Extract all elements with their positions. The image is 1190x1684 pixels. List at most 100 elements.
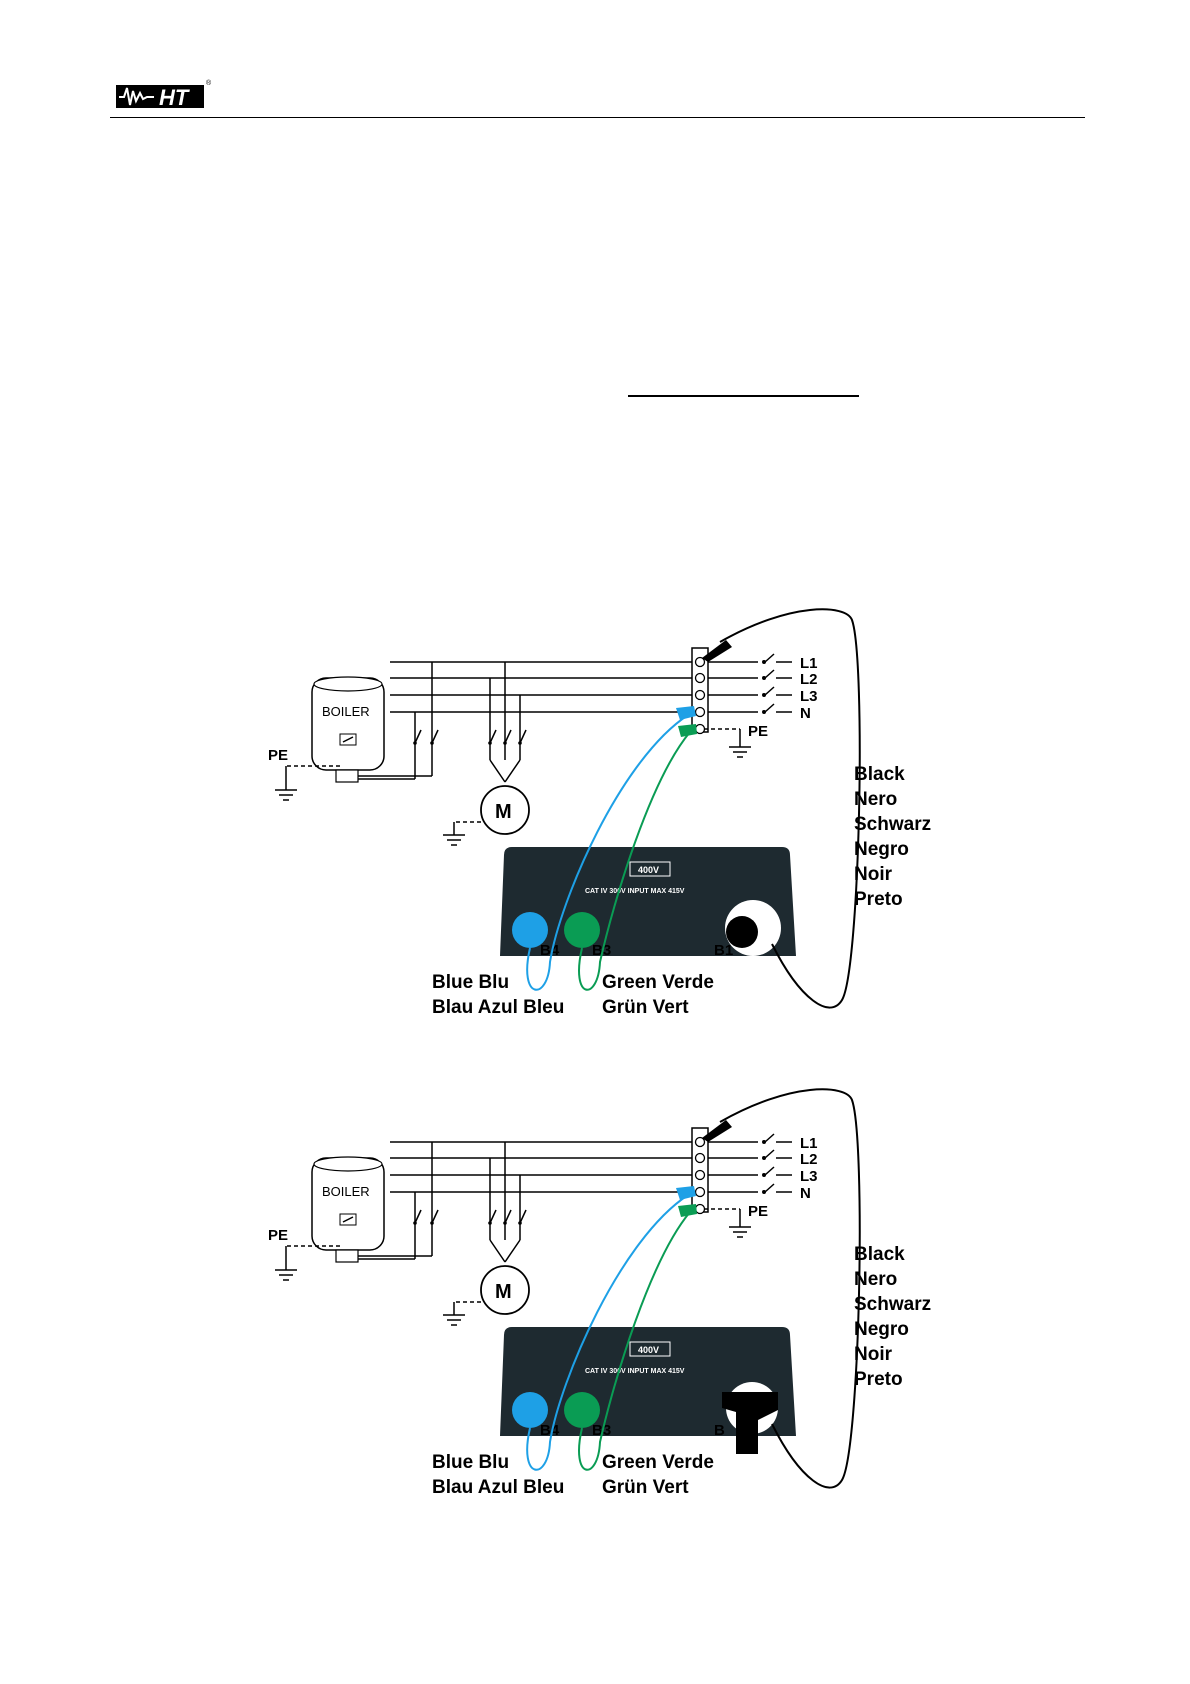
black-lead — [719, 608, 861, 1009]
terminal-screw — [694, 723, 706, 735]
socket-b3-green — [564, 912, 600, 948]
black-label-line: Nero — [854, 789, 897, 810]
phase-switch — [764, 653, 775, 663]
boiler-pe-label: PE — [268, 747, 288, 764]
blue-lead — [526, 714, 689, 991]
green-label-line: Green Verde — [602, 1452, 714, 1473]
motor-feed — [489, 1239, 506, 1263]
blue-label-line: Blau Azul Bleu — [432, 997, 564, 1018]
terminal-b1: B1 — [714, 942, 733, 959]
black-clip — [702, 1120, 732, 1142]
boiler-top — [313, 676, 383, 692]
terminal-screw — [694, 672, 706, 684]
instrument-text: CAT IV 300V INPUT MAX 415V — [585, 1368, 685, 1375]
boiler-label: BOILER — [322, 704, 370, 719]
instrument-rating: 400V — [638, 865, 659, 875]
motor-label: M — [495, 1281, 512, 1303]
switch-blade — [519, 729, 527, 744]
blue-label-line: Blue Blu — [432, 972, 509, 993]
motor-feed — [489, 759, 506, 783]
pe-label: PE — [748, 723, 768, 740]
phase-switch — [764, 669, 775, 679]
terminal-b1: B — [714, 1422, 725, 1439]
terminal-screw — [694, 1136, 706, 1148]
green-clip — [678, 1204, 697, 1217]
motor-symbol — [480, 785, 530, 835]
switch-blade — [519, 1209, 527, 1224]
phase-switch — [764, 686, 775, 696]
terminal-screw — [694, 689, 706, 701]
terminal-screw — [694, 706, 706, 718]
switch-blade — [431, 1209, 439, 1224]
socket-b3-green — [564, 1392, 600, 1428]
ht-logo: HT ® — [116, 77, 214, 110]
boiler-label: BOILER — [322, 1184, 370, 1199]
green-label-line: Green Verde — [602, 972, 714, 993]
motor-feed — [504, 1239, 521, 1263]
phase-switch — [764, 1149, 775, 1159]
black-label-line: Negro — [854, 1319, 909, 1340]
green-lead — [578, 1211, 691, 1471]
terminal-screw — [694, 656, 706, 668]
blue-label-line: Blue Blu — [432, 1452, 509, 1473]
black-label-line: Black — [854, 764, 905, 785]
terminal-screw — [694, 1203, 706, 1215]
terminal-screw — [694, 1186, 706, 1198]
green-label-line: Grün Vert — [602, 1477, 689, 1498]
phase-switch — [764, 1166, 775, 1176]
boiler-tank — [311, 677, 385, 771]
switch-blade — [431, 729, 439, 744]
pe-label: PE — [748, 1203, 768, 1220]
socket-b4-blue — [512, 912, 548, 948]
motor-symbol — [480, 1265, 530, 1315]
black-label-line: Negro — [854, 839, 909, 860]
black-label-line: Schwarz — [854, 814, 931, 835]
green-clip — [678, 724, 697, 737]
terminal-b3: B3 — [592, 1422, 611, 1439]
boiler-base — [335, 1249, 359, 1263]
black-label-line: Preto — [854, 889, 903, 910]
plug-b1 — [726, 916, 758, 948]
boiler-pe-label: PE — [268, 1227, 288, 1244]
phase-label-l3: L3 — [800, 688, 818, 705]
boiler-base — [335, 769, 359, 783]
terminal-screw — [694, 1152, 706, 1164]
black-label-line: Nero — [854, 1269, 897, 1290]
phase-label-n: N — [800, 705, 811, 722]
switch-blade — [414, 729, 422, 744]
switch-blade — [414, 1209, 422, 1224]
socket-b4-blue — [512, 1392, 548, 1428]
motor-feed — [504, 759, 521, 783]
blue-clip — [676, 706, 696, 720]
phase-label-l1: L1 — [800, 1135, 818, 1152]
black-label-line: Noir — [854, 864, 893, 885]
black-label-line: Noir — [854, 1344, 893, 1365]
black-label-line: Preto — [854, 1369, 903, 1390]
logo-text: HT — [159, 85, 190, 110]
phase-label-l3: L3 — [800, 1168, 818, 1185]
header-rule — [110, 117, 1085, 118]
switch-blade — [504, 1209, 512, 1224]
green-lead — [578, 731, 691, 991]
boiler-tank — [311, 1157, 385, 1251]
switch-blade — [489, 1209, 497, 1224]
phase-label-l2: L2 — [800, 671, 818, 688]
black-clip — [702, 640, 732, 662]
switch-blade — [504, 729, 512, 744]
instrument-rating-box — [629, 1341, 671, 1357]
instrument-rating: 400V — [638, 1345, 659, 1355]
terminal-b4: B4 — [540, 1422, 560, 1439]
logo-registered-mark: ® — [206, 79, 212, 87]
phase-switch — [764, 1183, 775, 1193]
phase-label-n: N — [800, 1185, 811, 1202]
instrument-rating-box — [629, 861, 671, 877]
switch-blade — [489, 729, 497, 744]
motor-label: M — [495, 801, 512, 823]
blue-lead — [526, 1194, 689, 1471]
black-lead — [719, 1088, 861, 1489]
phase-switch — [764, 703, 775, 713]
phase-label-l1: L1 — [800, 655, 818, 672]
